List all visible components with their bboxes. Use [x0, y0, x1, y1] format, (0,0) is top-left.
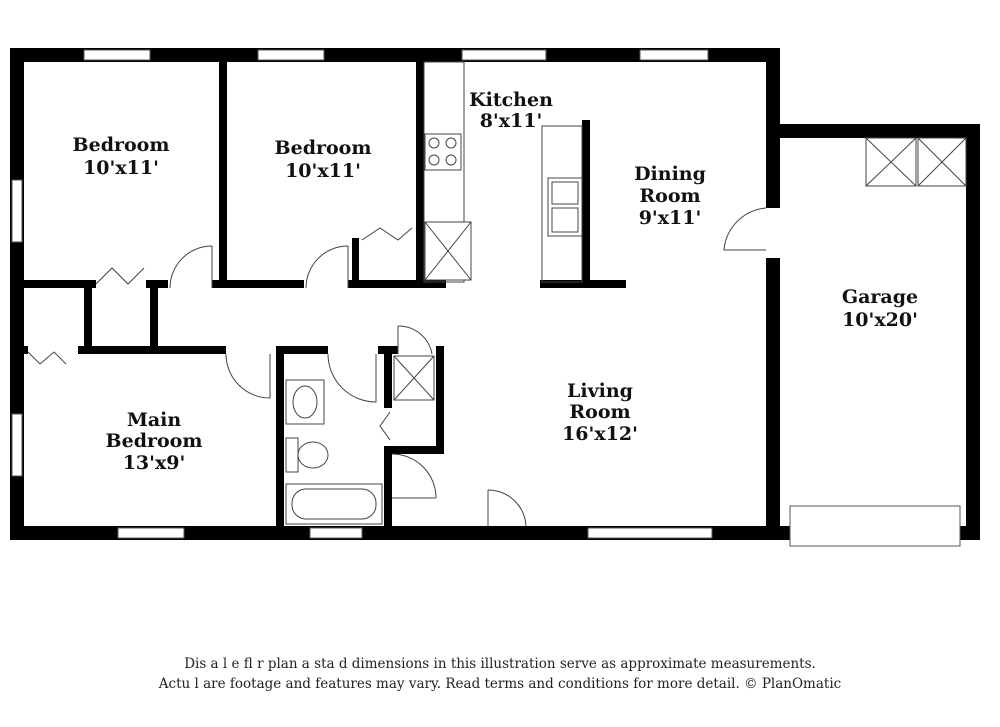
garage-door [789, 505, 961, 547]
room-name-kitchen: Kitchen [469, 89, 553, 111]
wall-bed2-bottom [348, 280, 446, 288]
room-name-living: Living [567, 380, 633, 402]
interior-walls [24, 62, 626, 540]
toilet-tank [285, 437, 299, 473]
wall-garage-top [766, 124, 980, 138]
burner-2 [445, 137, 457, 149]
room-name-main-bedroom: Main [127, 409, 182, 431]
window-main-bed-bottom [117, 527, 185, 539]
vanity [285, 379, 325, 425]
room-size-bedroom-2: 10'x11' [285, 160, 361, 182]
window-bed1-left [11, 179, 23, 243]
bathtub-inner [291, 488, 377, 520]
bathroom-fixtures [285, 355, 435, 525]
wall-garage-right [966, 124, 980, 540]
room-size-bedroom-1: 10'x11' [83, 157, 159, 179]
window-dining-top [639, 49, 709, 61]
door-linen-closet [397, 325, 433, 355]
room-size-kitchen: 8'x11' [480, 110, 543, 132]
wall-top-main [10, 48, 780, 62]
bifold-door-bed2-closet [361, 227, 413, 241]
garage-unit-1-x-b [865, 137, 917, 187]
wall-linen-left [384, 346, 392, 408]
room-labels: Bedroom 10'x11' Bedroom 10'x11' Kitchen … [73, 89, 919, 474]
burner-3 [428, 154, 440, 166]
kitchen-counter-left [423, 61, 465, 283]
wall-bed1-bed2 [219, 62, 227, 284]
wall-bed1-bottom-a [24, 280, 96, 288]
wall-dining-divider [582, 120, 590, 286]
bifold-door-bed1-closet [95, 267, 145, 285]
door-front-entry [487, 489, 527, 527]
refrigerator-x-b [424, 221, 472, 281]
bathtub [285, 483, 383, 525]
wall-bath-top [276, 346, 328, 354]
window-bath-bottom [309, 527, 363, 539]
bifold-door-main-closet [27, 351, 67, 365]
sink-basin-1 [551, 181, 579, 205]
room-name-dining: Dining [634, 163, 706, 185]
room-name-garage: Garage [842, 286, 918, 308]
room-name2-main-bedroom: Bedroom [106, 430, 203, 452]
garage-fixtures [865, 137, 967, 187]
wall-bed1-bottom-c [212, 280, 304, 288]
door-main-bedroom [225, 353, 271, 399]
room-name-bedroom-2: Bedroom [275, 137, 372, 159]
disclaimer-line-2: Actu l are footage and features may vary… [158, 676, 842, 692]
wall-linen-right [436, 346, 444, 450]
wall-right-lower [766, 258, 780, 540]
door-bathroom [327, 353, 377, 403]
door-garage [723, 207, 767, 251]
burner-4 [445, 154, 457, 166]
doors [27, 207, 767, 527]
door-bedroom-1 [169, 245, 213, 289]
windows [11, 49, 961, 547]
toilet-bowl [297, 441, 329, 469]
window-bed1-top [83, 49, 151, 61]
wall-garage-bottom-right [960, 526, 980, 540]
room-size-main-bedroom: 13'x9' [123, 452, 186, 474]
wall-bed2-kitchen [416, 62, 424, 284]
wall-garage-bottom-left [766, 526, 790, 540]
burner-1 [428, 137, 440, 149]
door-bedroom-2 [305, 245, 349, 289]
sink-basin-2 [551, 207, 579, 233]
wall-counter-bottom [540, 280, 626, 288]
vanity-sink [292, 385, 318, 419]
wall-closet-bed2 [352, 238, 359, 284]
wall-bed1-bottom-b [146, 280, 168, 288]
door-hall-closet [391, 453, 437, 499]
room-name2-living: Room [569, 401, 630, 423]
wall-hall-closet-left [84, 286, 92, 352]
wall-main-bed-top-a [24, 346, 28, 354]
window-kitchen-top [461, 49, 547, 61]
window-main-bed-left [11, 413, 23, 477]
window-living-bottom [587, 527, 713, 539]
room-size-living: 16'x12' [562, 423, 638, 445]
room-size-garage: 10'x20' [842, 309, 918, 331]
wall-hall-closet-right [150, 286, 158, 352]
disclaimer-line-1: Dis a l e fl r plan a sta d dimensions i… [184, 656, 816, 672]
window-bed2-top [257, 49, 325, 61]
wall-main-bed-top-b [78, 346, 226, 354]
kitchen-fixtures [423, 61, 583, 283]
room-name-bedroom-1: Bedroom [73, 134, 170, 156]
room-name2-dining: Room [639, 185, 700, 207]
wall-closet-bottom [384, 446, 444, 454]
bifold-door-bath-closet [379, 411, 391, 441]
garage-unit-2-x-b [917, 137, 967, 187]
water-heater-x-b [393, 355, 435, 401]
room-size-dining: 9'x11' [639, 207, 702, 229]
kitchen-sink [547, 177, 583, 237]
wall-bath-left [276, 346, 284, 540]
wall-bath-right [384, 448, 392, 540]
